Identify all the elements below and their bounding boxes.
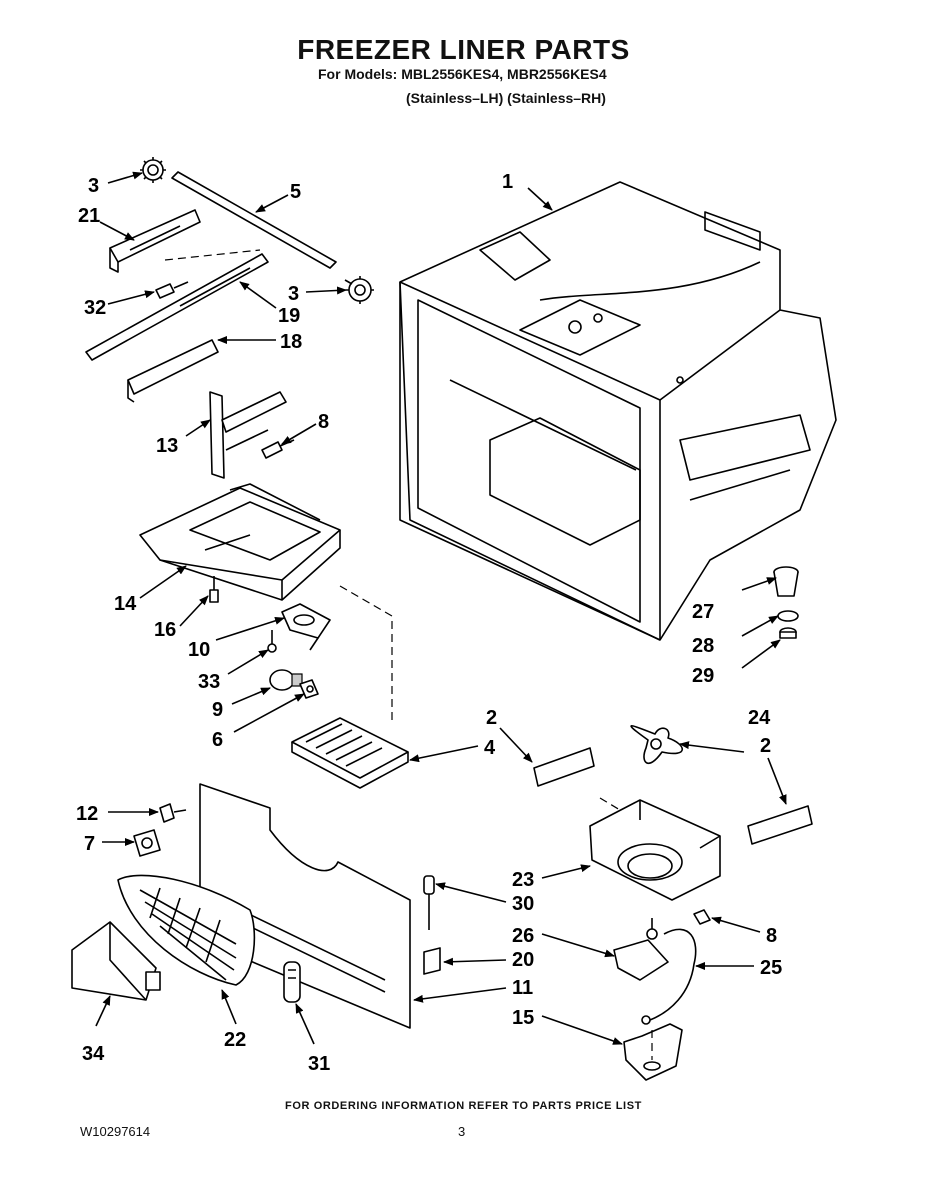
- bracket-part-7: [133, 829, 161, 857]
- callout-4: 4: [484, 737, 496, 759]
- callout-5: 5: [290, 181, 301, 203]
- grille-part-22: [117, 874, 256, 986]
- callout-22: 22: [224, 1029, 246, 1051]
- page-title: FREEZER LINER PARTS: [297, 34, 630, 65]
- slide-rail-part-19: [85, 253, 269, 361]
- bracket-part-13: [209, 391, 287, 479]
- strip-part-20: [423, 947, 441, 975]
- callout-30: 30: [512, 893, 534, 915]
- probe-part-30: [423, 875, 435, 930]
- bracket-part-15: [623, 1015, 683, 1081]
- callout-6: 6: [212, 729, 223, 751]
- gear-part-3-bottom: [344, 276, 374, 304]
- socket-part-6: [299, 679, 319, 699]
- callout-34: 34: [82, 1043, 105, 1065]
- callout-3-top: 3: [88, 175, 99, 197]
- callout-29: 29: [692, 665, 714, 687]
- callout-2-left: 2: [486, 707, 497, 729]
- bulb-part-9: [269, 669, 303, 691]
- callout-20: 20: [512, 949, 534, 971]
- callout-25: 25: [760, 957, 782, 979]
- models-variant-line: (Stainless–LH) (Stainless–RH): [406, 90, 606, 106]
- callout-19: 19: [278, 305, 300, 327]
- callout-21: 21: [78, 205, 100, 227]
- housing-part-14: [139, 483, 341, 601]
- callout-10: 10: [188, 639, 210, 661]
- screw-part-33: [267, 630, 277, 653]
- wire-harness-part-25: [649, 928, 697, 1021]
- callout-13: 13: [156, 435, 178, 457]
- document-number: W10297614: [80, 1124, 151, 1139]
- callout-1: 1: [502, 171, 513, 193]
- foam-pad-part-2-right: [747, 805, 813, 845]
- callout-8-lower: 8: [766, 925, 777, 947]
- bracket-part-21: [109, 209, 201, 273]
- callout-33: 33: [198, 671, 220, 693]
- callout-31: 31: [308, 1053, 330, 1075]
- callout-27: 27: [692, 601, 714, 623]
- shelf-part-4: [291, 585, 409, 789]
- models-line: For Models: MBL2556KES4, MBR2556KES4: [318, 66, 607, 82]
- screw-part-32: [155, 249, 261, 299]
- cap-part-27: [773, 566, 799, 597]
- callout-23: 23: [512, 869, 534, 891]
- screw-part-8-upper: [261, 439, 295, 459]
- ring-part-28: [777, 610, 799, 622]
- callout-18: 18: [280, 331, 302, 353]
- fan-blade-part-24: [599, 725, 684, 811]
- callout-28: 28: [692, 635, 714, 657]
- clip-part-16: [209, 576, 219, 603]
- leader-lines: [95, 171, 787, 1045]
- fan-shroud-part-23: [589, 799, 721, 901]
- callout-11: 11: [512, 977, 533, 999]
- gear-part-3-top: [140, 157, 166, 183]
- cover-part-34: [71, 921, 161, 1001]
- callout-labels: 3 5 1 21 3 32 19 18 13 8 14 16 10 33 9 6…: [76, 171, 782, 1075]
- callout-12: 12: [76, 803, 98, 825]
- light-housing-part-10: [281, 603, 331, 651]
- freezer-liner: [399, 181, 837, 641]
- callout-9: 9: [212, 699, 223, 721]
- fan-motor-part-26: [613, 918, 669, 981]
- ordering-note: FOR ORDERING INFORMATION REFER TO PARTS …: [285, 1100, 642, 1112]
- callout-3-bottom: 3: [288, 283, 299, 305]
- callout-32: 32: [84, 297, 106, 319]
- callout-26: 26: [512, 925, 534, 947]
- screw-part-8-lower: [693, 909, 711, 925]
- callout-16: 16: [154, 619, 176, 641]
- grommet-part-29: [779, 627, 797, 639]
- screw-part-12: [159, 803, 187, 823]
- slide-rail-part-18: [127, 339, 219, 403]
- callout-2-right: 2: [760, 735, 771, 757]
- callout-8-upper: 8: [318, 411, 329, 433]
- page-number: 3: [458, 1124, 466, 1139]
- callout-7: 7: [84, 833, 95, 855]
- callout-24: 24: [748, 707, 771, 729]
- callout-14: 14: [114, 593, 137, 615]
- rod-part-5: [171, 171, 337, 269]
- callout-15: 15: [512, 1007, 534, 1029]
- foam-pad-part-2-left: [533, 747, 595, 787]
- thermistor-part-31: [283, 961, 301, 1003]
